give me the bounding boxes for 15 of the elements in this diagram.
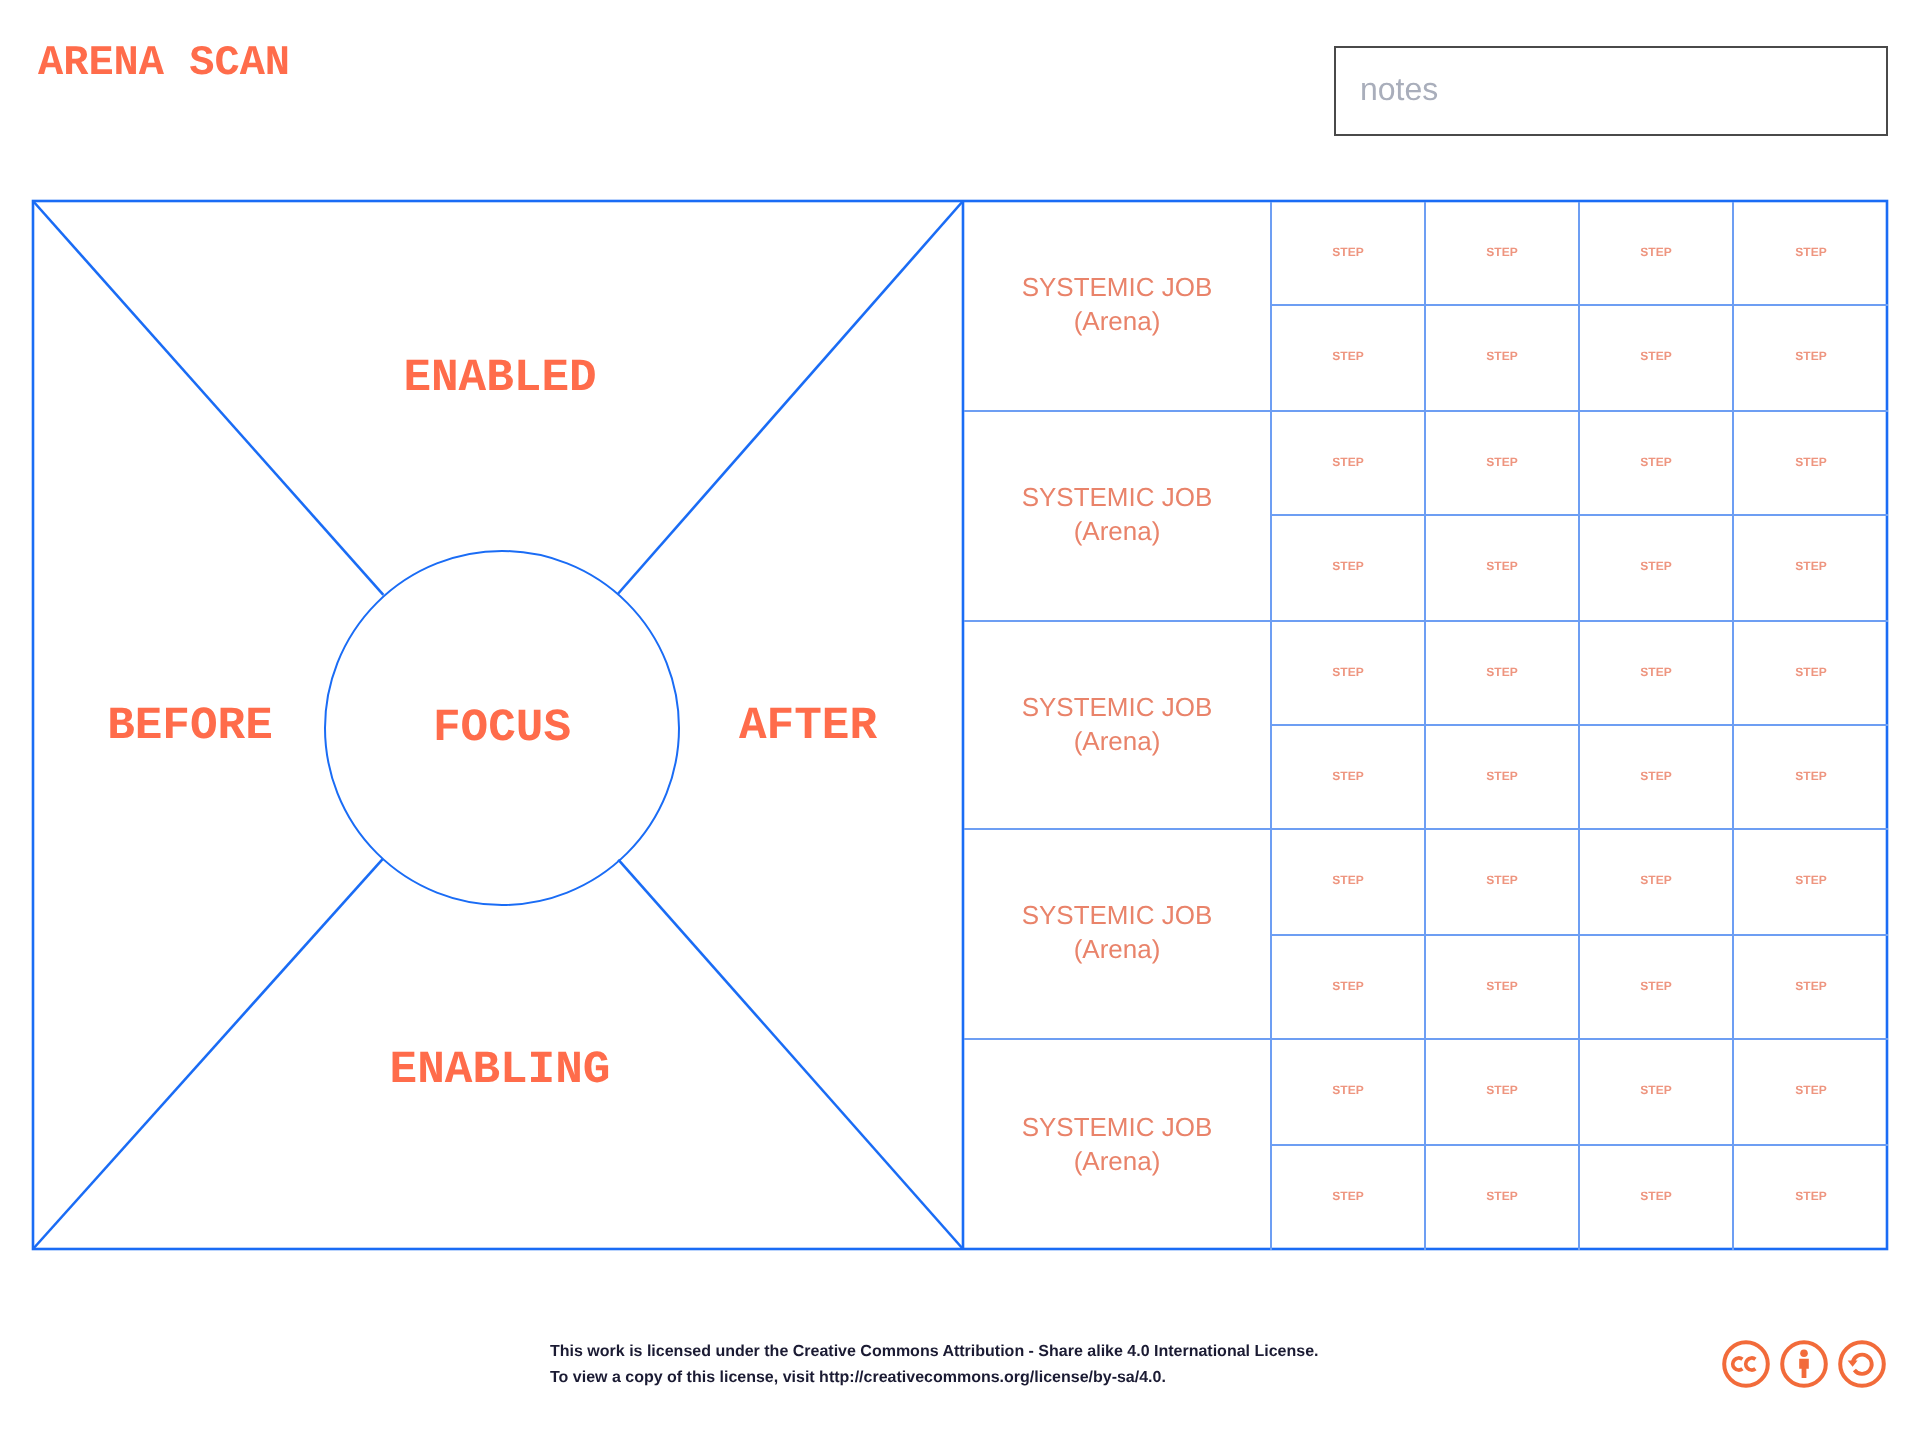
region-label: ENABLED	[403, 355, 597, 401]
job-cell: SYSTEMIC JOB (Arena)	[964, 830, 1272, 1040]
job-cell: SYSTEMIC JOB (Arena)	[964, 622, 1272, 830]
license-text: This work is licensed under the Creative Commons Attribution - Share alike 4.0 International License.	[550, 1342, 1319, 1362]
region-label: ENABLING	[389, 1047, 611, 1093]
focus-circle	[324, 550, 680, 906]
job-cell: SYSTEMIC JOB (Arena)	[964, 202, 1272, 412]
title: ARENA SCAN	[38, 44, 291, 86]
region-label: AFTER	[738, 703, 877, 749]
license-text: To view a copy of this license, visit http://creativecommons.org/license/by-sa/4.0.	[550, 1368, 1166, 1388]
job-cell: SYSTEMIC JOB (Arena)	[964, 412, 1272, 622]
notes-field: notes	[1334, 46, 1888, 136]
node-label: FOCUS	[432, 705, 571, 751]
region-label: BEFORE	[107, 703, 273, 749]
job-cell: SYSTEMIC JOB (Arena)	[964, 1040, 1272, 1250]
